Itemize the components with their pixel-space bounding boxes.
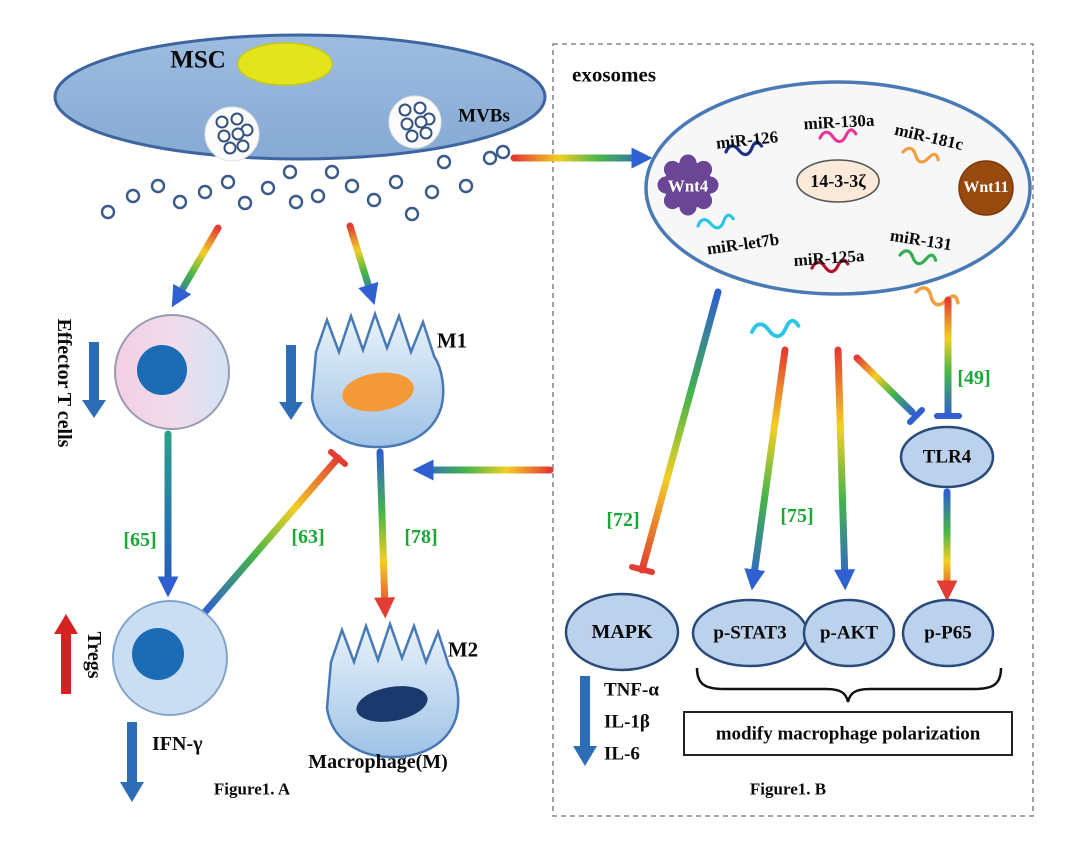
inhibit-bar-diag (907, 407, 925, 425)
pakt-node (802, 598, 896, 668)
il-6-label: IL-6 (604, 743, 640, 765)
figure-a-label: Figure1. A (213, 779, 291, 799)
reference-78: [78] (404, 526, 438, 548)
msc-cell (53, 33, 547, 161)
mvb-vesicle-2 (388, 95, 442, 149)
m1-macrophage (310, 312, 445, 449)
wnt4-label: Wnt4 (667, 176, 709, 196)
msc-label: MSC (170, 46, 226, 74)
exosomes-label: exosomes (572, 62, 656, 87)
reference-75: [75] (780, 505, 814, 527)
wnt4-protein (657, 154, 719, 216)
down-arrow-cytokines (573, 676, 597, 766)
protein-14-3-3-capsule (796, 159, 880, 203)
arrow-to-pstat3 (744, 346, 789, 591)
mir125a-label: miR-125a (793, 246, 865, 270)
pakt-label: p-AKT (819, 622, 879, 644)
exosome-particles (100, 144, 511, 222)
m2-label: M2 (447, 637, 479, 662)
pp65-label: p-P65 (924, 622, 972, 644)
il-1b-label: IL-1β (604, 711, 650, 733)
m2-macrophage (325, 622, 460, 759)
tregs-label: Tregs (83, 631, 105, 679)
protein-14-3-3-label: 14-3-3ζ (810, 171, 866, 191)
polarization-label: modify macrophage polarization (715, 723, 981, 745)
tcell-nucleus (137, 345, 187, 395)
down-arrow-m1 (279, 345, 303, 420)
tnf-alpha-label: TNF-α (604, 679, 659, 701)
inhibit-bar-m1 (328, 449, 348, 467)
rainbow-arrows-panel-b (629, 288, 962, 602)
inhibit-bar-mapk (629, 564, 655, 575)
mvbs-label: MVBs (458, 105, 510, 127)
tregs-cell (112, 600, 228, 716)
reference-65: [65] (123, 529, 157, 551)
msc-nucleus (237, 42, 333, 86)
m1-nucleus (342, 372, 414, 412)
rainbow-arrows-panel-a (157, 147, 653, 619)
free-orange-squiggle-icon (912, 283, 962, 312)
arrow-msc-to-m1 (346, 222, 379, 306)
figure-b-label: Figure1. B (749, 779, 827, 799)
arrow-to-pakt (834, 346, 856, 591)
up-arrow-tregs (54, 614, 78, 694)
down-arrow-effector-t (82, 342, 106, 418)
mapk-label: MAPK (591, 621, 653, 643)
effector-t-cells-label: Effector T cells (53, 318, 75, 448)
panel-b-frame (552, 43, 1034, 817)
tlr4-label: TLR4 (922, 446, 972, 468)
inhibit-diag-to-tlr4 (853, 354, 916, 416)
macrophage-label: Macrophage(M) (308, 751, 448, 773)
m1-label: M1 (436, 328, 468, 353)
arrow-msc-to-tcell (171, 224, 222, 308)
pstat3-label: p-STAT3 (713, 622, 787, 644)
inhibit-tregs-to-m1 (201, 454, 342, 616)
tregs-nucleus (132, 628, 184, 680)
mvb-vesicle-1 (204, 106, 260, 162)
mapk-node (564, 592, 680, 672)
tlr4-node (899, 425, 995, 489)
wnt11-label: Wnt11 (963, 179, 1009, 196)
reference-49: [49] (957, 367, 991, 389)
pp65-node (901, 598, 995, 668)
m2-nucleus (356, 686, 428, 722)
mir130a-label: miR-130a (803, 110, 875, 134)
polarization-brace (695, 667, 1003, 703)
wnt11-protein (958, 160, 1014, 216)
free-cyan-squiggle-icon (749, 318, 802, 341)
arrow-m1-to-m2 (374, 448, 396, 619)
reference-63: [63] (291, 526, 325, 548)
reference-72: [72] (606, 509, 640, 531)
polarization-box (683, 711, 1013, 756)
ifn-gamma-label: IFN-γ (152, 733, 203, 755)
effector-t-cell (114, 314, 230, 430)
inhibit-exosome-to-mapk (638, 288, 722, 574)
down-arrow-ifn (120, 722, 144, 802)
